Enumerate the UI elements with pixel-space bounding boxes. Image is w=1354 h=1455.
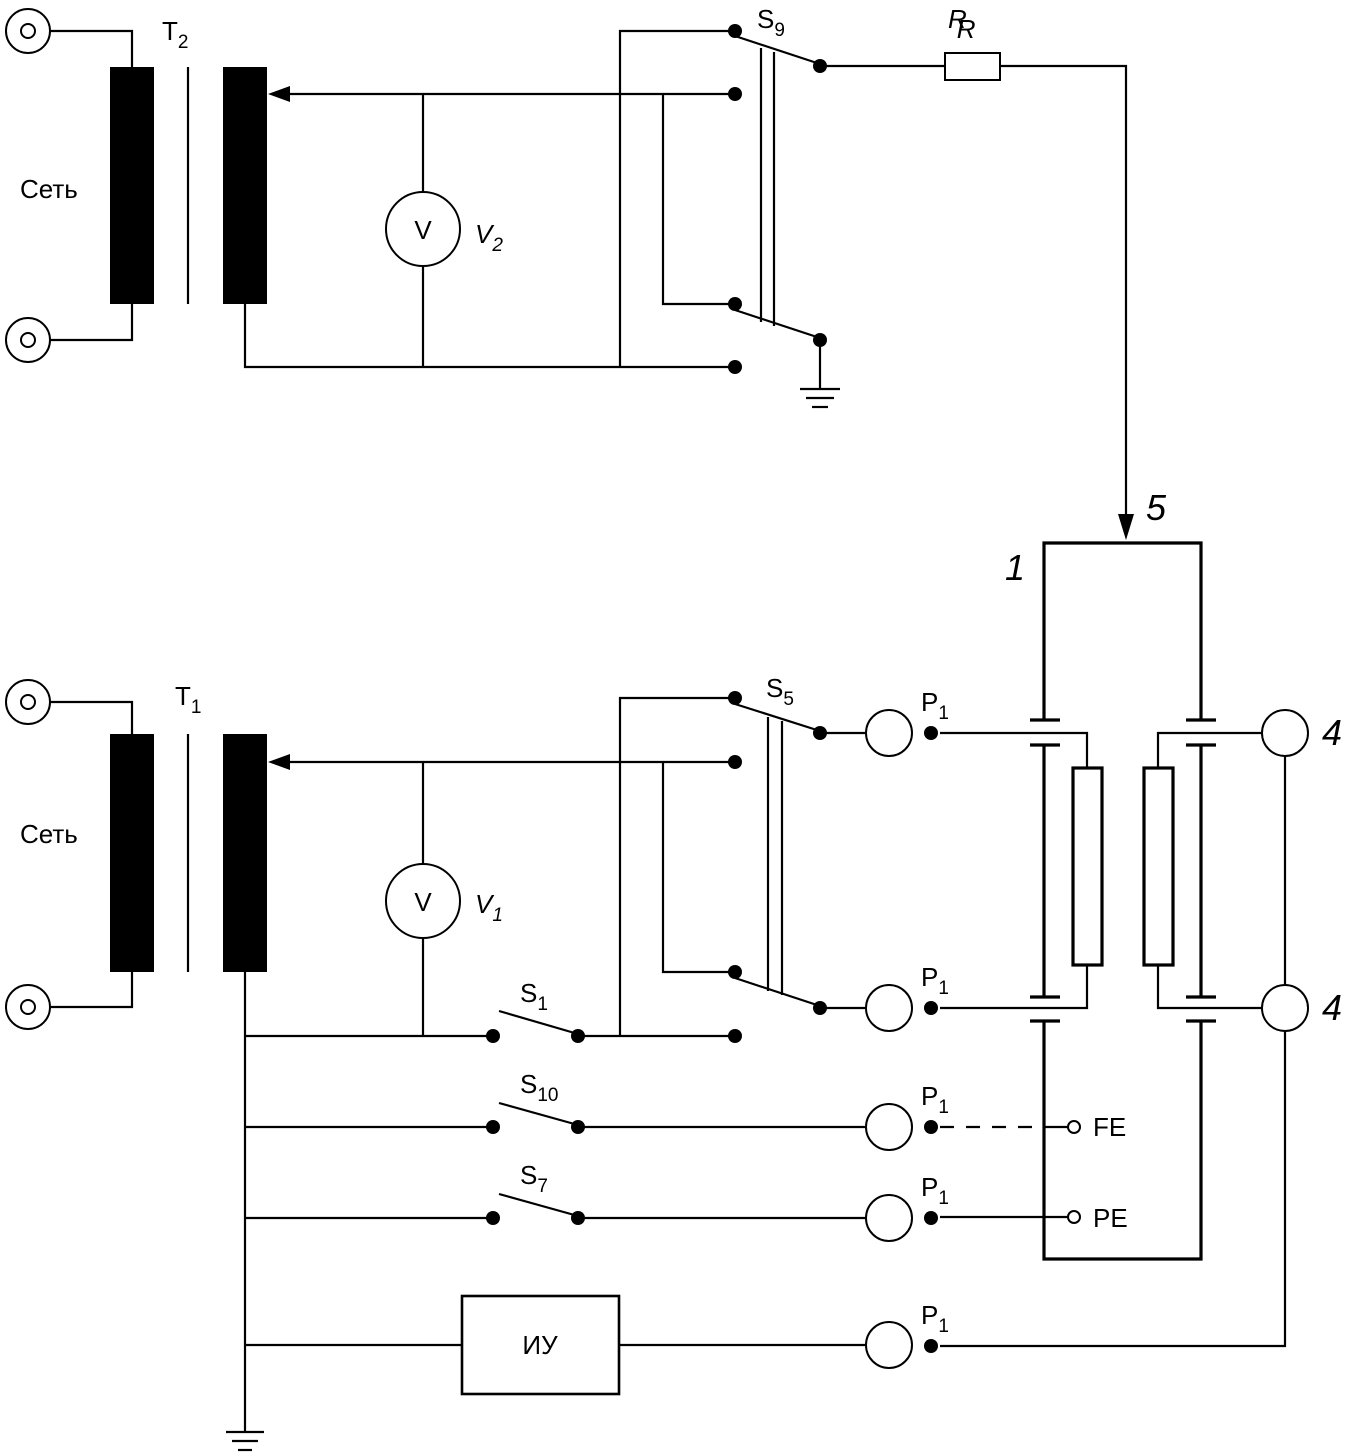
terminal-4-bottom[interactable]	[1261, 984, 1309, 1032]
transformer-label-t1: T1	[175, 681, 201, 718]
contact	[728, 24, 742, 38]
wire	[940, 965, 1089, 1010]
upper-circuit: Сеть T2 V V2 S9	[5, 4, 1134, 540]
sample-element-left	[1071, 766, 1104, 967]
label-pe: PE	[1093, 1203, 1128, 1233]
wiper-arrow-icon	[268, 754, 290, 770]
probe-p1[interactable]	[865, 1103, 913, 1151]
contact	[924, 1211, 938, 1225]
resistor-rr	[944, 52, 1001, 81]
contact	[924, 726, 938, 740]
wire	[50, 700, 134, 734]
switch-s5-blade-bottom[interactable]	[734, 976, 821, 1008]
wire	[1156, 731, 1262, 768]
resistor-label-rr: RR	[948, 4, 976, 44]
electrode-frame-bottom	[1042, 1021, 1203, 1261]
mains-terminal-top-upper	[5, 8, 51, 54]
label-fe: FE	[1093, 1112, 1126, 1142]
contact	[486, 1120, 500, 1134]
terminal-pe[interactable]	[1067, 1210, 1081, 1224]
contact	[728, 691, 742, 705]
switch-s1-blade[interactable]	[498, 1009, 579, 1036]
indicator-device-label: ИУ	[522, 1330, 558, 1360]
sample-element-right	[1142, 766, 1175, 967]
contact	[486, 1029, 500, 1043]
wire	[50, 972, 134, 1009]
supply-label-lower: Сеть	[20, 819, 78, 849]
probe-p1[interactable]	[865, 709, 913, 757]
electrode-frame-top	[1042, 541, 1203, 720]
wire	[661, 94, 735, 306]
voltmeter-v2	[385, 191, 461, 267]
label-4-bottom: 4	[1322, 987, 1342, 1028]
probe-p1[interactable]	[865, 1194, 913, 1242]
switch-s10-blade[interactable]	[498, 1101, 579, 1127]
transformer-primary-winding	[110, 67, 154, 304]
arrow-down-icon	[1118, 514, 1134, 540]
contact	[728, 755, 742, 769]
switch-s9-blade-top[interactable]	[734, 34, 821, 66]
probe-label: P1	[921, 1300, 949, 1337]
wire	[1000, 64, 1128, 522]
indicator-device-box	[460, 1294, 621, 1396]
switch-label-s10: S10	[520, 1069, 558, 1106]
contact	[924, 1120, 938, 1134]
supply-label-upper: Сеть	[20, 174, 78, 204]
wire	[618, 696, 735, 1036]
switch-s7-blade[interactable]	[498, 1192, 579, 1218]
transformer-secondary-winding	[223, 734, 267, 972]
terminal-fe[interactable]	[1067, 1120, 1081, 1134]
wire	[618, 29, 735, 367]
probe-p1[interactable]	[865, 984, 913, 1032]
contact	[728, 1029, 742, 1043]
mains-terminal-top-lower	[5, 679, 51, 725]
probe-label: P1	[921, 1081, 949, 1118]
wire	[661, 762, 735, 974]
switch-label-s5: S5	[766, 673, 794, 710]
contact	[924, 1001, 938, 1015]
probe-label: P1	[921, 962, 949, 999]
label-4-top: 4	[1322, 712, 1342, 753]
test-electrode-assembly: 5 1 4 4 FE PE	[940, 487, 1342, 1348]
probe-label: P1	[921, 1172, 949, 1209]
terminal-4-top[interactable]	[1261, 709, 1309, 757]
transformer-secondary-winding	[223, 67, 267, 304]
contact	[728, 87, 742, 101]
switch-label-s9: S9	[757, 4, 785, 41]
transformer-label-t2: T2	[162, 16, 188, 53]
wiper-arrow-icon	[268, 86, 290, 102]
label-5: 5	[1146, 487, 1167, 528]
ground-icon	[226, 1430, 264, 1452]
voltmeter-v1	[385, 863, 461, 939]
probe-label: P1	[921, 687, 949, 724]
voltmeter-label-v1: V1	[475, 889, 503, 926]
wire	[1156, 965, 1262, 1010]
switch-s9-blade-bottom[interactable]	[734, 308, 821, 340]
wire	[940, 731, 1089, 768]
contact	[728, 297, 742, 311]
ground-icon	[800, 387, 840, 409]
contact	[486, 1211, 500, 1225]
switch-s5-blade-top[interactable]	[734, 702, 821, 733]
wire	[243, 304, 735, 369]
transformer-primary-winding	[110, 734, 154, 972]
wire	[50, 29, 134, 67]
switch-label-s1: S1	[520, 978, 548, 1015]
lower-circuit: Сеть T1 V V1 S1	[5, 673, 949, 1452]
mains-terminal-bottom-upper	[5, 317, 51, 363]
voltmeter-label-v2: V2	[475, 219, 503, 256]
voltmeter-symbol: V	[414, 887, 432, 917]
switch-label-s7: S7	[520, 1160, 548, 1197]
voltmeter-symbol: V	[414, 215, 432, 245]
probe-p1[interactable]	[865, 1321, 913, 1369]
contact	[728, 360, 742, 374]
wire	[940, 1031, 1287, 1348]
mains-terminal-bottom-lower	[5, 984, 51, 1030]
contact	[728, 965, 742, 979]
wire	[50, 303, 134, 342]
label-1: 1	[1005, 547, 1025, 588]
contact	[924, 1339, 938, 1353]
